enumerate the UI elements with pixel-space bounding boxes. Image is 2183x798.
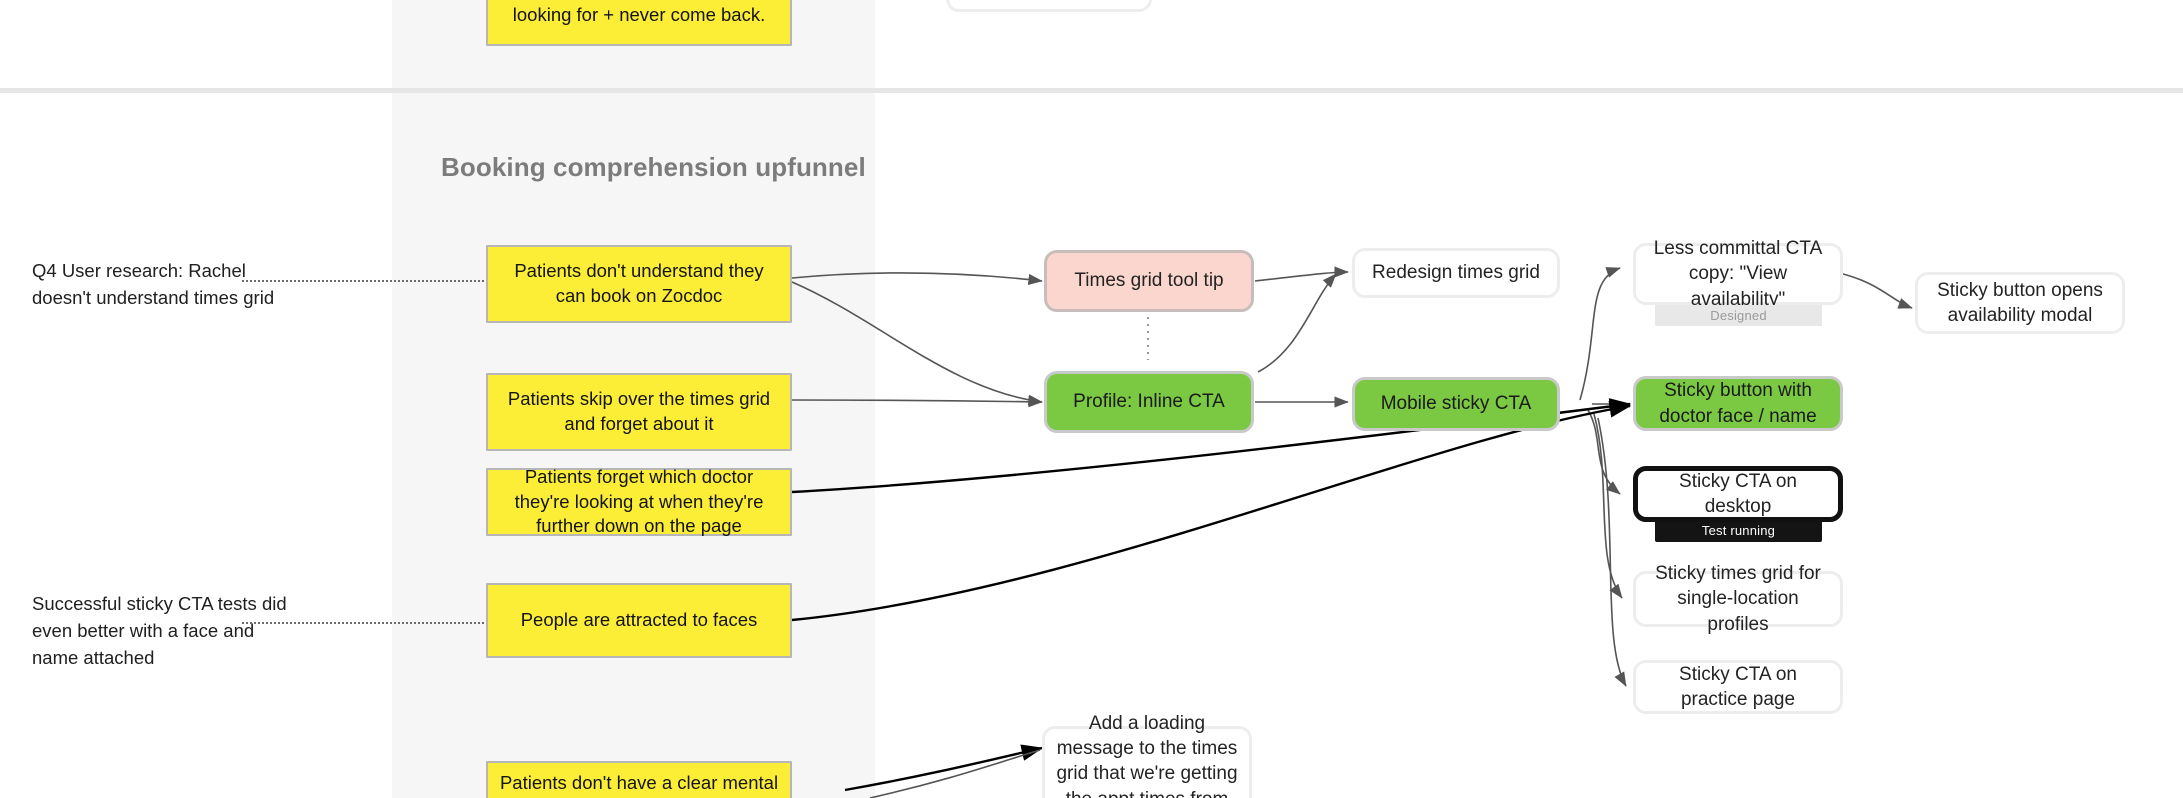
sticky-note-label: they didn't find what they were looking … [512,0,766,25]
annotation-research-note: Q4 User research: Rachel doesn't underst… [32,260,275,308]
card-label: Add a loading message to the times grid … [1056,713,1238,798]
card-label: Sticky CTA on desktop [1679,470,1797,517]
card-label: Mobile sticky CTA [1380,393,1532,415]
card-sticky-times-grid-single-location[interactable]: Sticky times grid for single-location pr… [1633,563,1843,635]
card-sticky-cta-practice-page[interactable]: Sticky CTA on practice page [1633,660,1843,714]
swimlane-divider-top [0,88,2183,93]
card-label: Sticky times grid for single-location pr… [1655,563,1821,635]
annotation-sticky-cta-note: Successful sticky CTA tests did even bet… [32,593,287,668]
card-redesign-times-grid[interactable]: Redesign times grid [1352,248,1560,298]
card-less-committal-cta-copy[interactable]: Less committal CTA copy: "View availabil… [1633,238,1843,310]
card-theyre-abandoning[interactable]: they're abandoning [946,0,1152,12]
card-times-grid-tool-tip[interactable]: Times grid tool tip [1044,250,1254,312]
card-label: Less committal CTA copy: "View availabil… [1653,238,1823,310]
sticky-note-forget-doctor[interactable]: Patients forget which doctor they're loo… [486,466,792,537]
sticky-note-label: Patients skip over the times grid and fo… [507,388,771,434]
lane-title: Booking comprehension upfunnel [441,152,866,182]
card-sticky-cta-on-desktop[interactable]: Sticky CTA on desktop [1633,466,1843,522]
card-label: Profile: Inline CTA [1073,391,1225,413]
card-label: Sticky CTA on practice page [1679,663,1797,710]
card-label: Sticky button opens availability modal [1937,279,2103,326]
card-label: Redesign times grid [1372,262,1540,284]
sticky-note-book-on-zocdoc[interactable]: Patients don't understand they can book … [486,245,792,323]
card-profile-inline-cta[interactable]: Profile: Inline CTA [1044,371,1254,433]
sticky-note-attracted-to-faces[interactable]: People are attracted to faces [486,583,792,658]
sticky-note-mental-model[interactable]: Patients don't have a clear mental model… [486,761,792,798]
card-label: Times grid tool tip [1074,270,1224,292]
card-sticky-button-availability-modal[interactable]: Sticky button opens availability modal [1915,272,2125,334]
sticky-note-label: Patients forget which doctor they're loo… [514,466,764,537]
card-add-loading-message[interactable]: Add a loading message to the times grid … [1042,713,1252,798]
card-label: Sticky button with doctor face / name [1659,380,1817,427]
sticky-note-label: Patients don't have a clear mental model… [499,772,779,798]
card-sticky-button-doctor-face[interactable]: Sticky button with doctor face / name [1633,376,1843,431]
status-badge-designed: Designed [1655,305,1822,326]
annotation-leader-line-1 [242,280,492,282]
annotation-leader-line-2 [242,622,492,624]
sticky-note-skip-times-grid[interactable]: Patients skip over the times grid and fo… [486,373,792,451]
status-badge-test-running: Test running [1655,518,1822,542]
sticky-note-label: People are attracted to faces [520,609,758,631]
sticky-note-label: Patients don't understand they can book … [514,260,764,306]
sticky-note-insight-top[interactable]: they didn't find what they were looking … [486,0,792,46]
card-label: they're abandoning [949,0,1149,2]
card-mobile-sticky-cta[interactable]: Mobile sticky CTA [1352,377,1560,431]
